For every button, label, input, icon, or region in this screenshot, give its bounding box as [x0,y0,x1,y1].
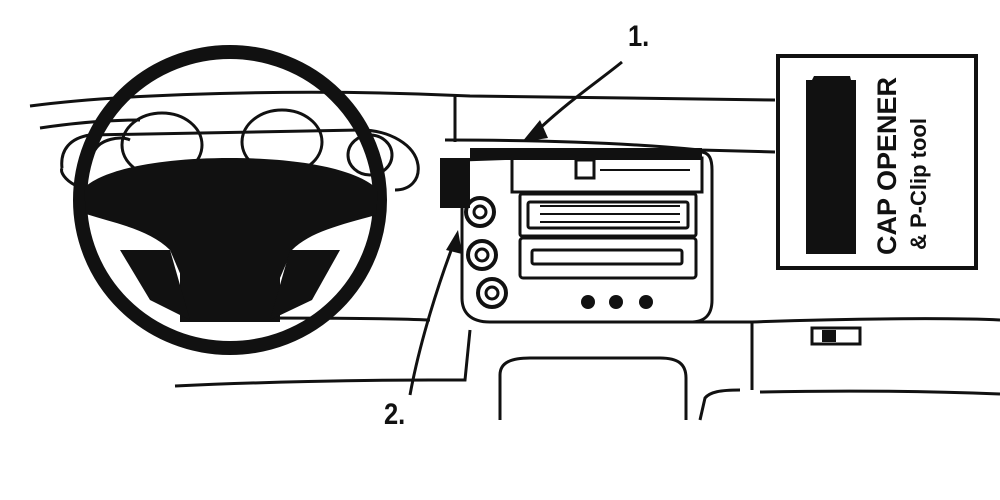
knob-bottom [476,277,508,309]
radio-top-bar [470,148,702,160]
tool-description-label: & P-Clip tool [906,118,931,250]
tool-name-label: CAP OPENER [872,76,902,255]
steering-wheel-icon [73,45,387,355]
hazard-buttons [581,295,653,309]
knob-middle [466,239,498,271]
knob-top [464,196,496,228]
tool-inset-box [776,54,978,270]
arrow-callout-1 [522,60,623,142]
clip-tool-icon [806,80,856,254]
radio-mount-black-block [440,158,470,208]
car-radio-icon [460,150,714,324]
switch-icon [810,326,862,346]
climate-knobs [464,196,508,309]
arrow-callout-2 [408,230,462,396]
callout-label-1: 1. [628,20,650,53]
callout-label-2: 2. [384,398,406,431]
